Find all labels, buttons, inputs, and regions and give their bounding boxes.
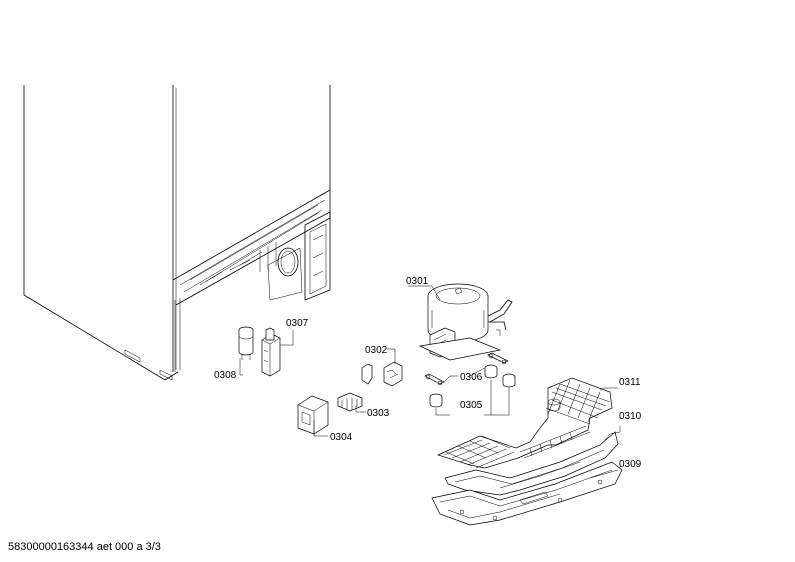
leader-0304 [313,420,328,437]
label-0304: 0304 [330,432,353,443]
fridge-cabinet [23,85,331,381]
leader-0305 [435,380,510,416]
leader-0303 [355,406,366,413]
part-0309-base-pan[interactable] [431,461,623,526]
part-0311-grid-tray[interactable] [437,377,613,469]
part-0307-relay[interactable] [261,327,281,377]
part-0303-clamp[interactable] [337,392,363,412]
label-0311: 0311 [619,377,641,388]
leader-0309 [589,469,619,479]
label-0306: 0306 [460,372,483,383]
part-0301-compressor[interactable] [418,283,513,361]
label-0310: 0310 [619,411,642,422]
part-0305-grommets[interactable] [429,364,516,408]
leader-0310 [604,426,621,441]
document-reference: 58300000163344 aet 000 a 3/3 [8,541,161,553]
part-0308-capacitor[interactable] [238,326,254,360]
label-0301: 0301 [406,276,429,287]
label-0302: 0302 [365,345,388,356]
label-0303: 0303 [367,408,390,419]
label-0305: 0305 [460,400,483,411]
leader-0302 [387,348,396,364]
leader-0307 [280,330,294,346]
label-0309: 0309 [619,459,642,470]
leader-0308 [239,358,243,376]
part-0304-module[interactable] [297,395,329,435]
leader-0301 [408,285,441,301]
label-0308: 0308 [214,370,237,381]
leader-0311 [599,387,618,391]
part-0302-starter[interactable] [361,361,403,387]
part-0306-clips[interactable] [424,352,509,386]
label-0307: 0307 [286,318,309,329]
